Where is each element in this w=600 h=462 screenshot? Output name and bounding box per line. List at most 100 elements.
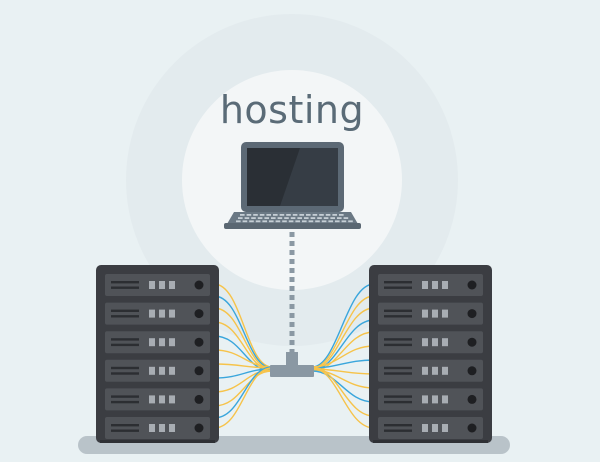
- laptop-key: [308, 220, 314, 223]
- cable-strand: [311, 369, 375, 389]
- unit-indicator: [149, 309, 155, 318]
- laptop-key: [328, 220, 333, 223]
- unit-indicator: [442, 424, 448, 432]
- cable-strand: [311, 370, 375, 403]
- network-hub-icon: [270, 365, 314, 377]
- rack-unit: [105, 274, 210, 296]
- cable-strand: [311, 367, 375, 429]
- laptop-key: [337, 217, 342, 219]
- rack-unit: [378, 302, 483, 325]
- unit-indicator: [432, 281, 438, 289]
- unit-slot: [384, 429, 412, 432]
- cable-strand: [311, 366, 375, 417]
- unit-power-button: [467, 394, 477, 404]
- cable-strand: [213, 349, 273, 368]
- laptop-key: [288, 220, 294, 223]
- laptop-key: [332, 214, 337, 216]
- laptop-key: [249, 220, 254, 223]
- laptop-key: [319, 214, 324, 216]
- unit-indicator: [169, 366, 175, 375]
- cable-strand: [213, 369, 273, 393]
- unit-power-button: [467, 280, 477, 290]
- laptop-key: [282, 220, 287, 223]
- laptop-key: [310, 217, 316, 219]
- rack-unit: [378, 388, 483, 411]
- unit-power-button: [194, 366, 204, 376]
- unit-indicator: [432, 338, 438, 347]
- cable-strand: [213, 295, 273, 369]
- unit-power-button: [194, 394, 204, 404]
- laptop-key: [325, 214, 331, 216]
- laptop-key: [284, 217, 289, 219]
- laptop-key: [238, 217, 243, 219]
- unit-slot: [111, 424, 139, 427]
- rack-unit: [378, 331, 483, 354]
- laptop-screen-glare: [280, 148, 338, 206]
- unit-slot: [384, 395, 412, 398]
- unit-indicator: [432, 424, 438, 432]
- laptop-key: [330, 217, 335, 219]
- laptop-key: [253, 214, 258, 216]
- unit-indicator: [149, 424, 155, 432]
- unit-indicator: [149, 366, 155, 375]
- page-title: hosting: [219, 88, 365, 132]
- unit-indicator: [159, 424, 165, 432]
- laptop-key: [259, 214, 265, 216]
- laptop-key: [321, 220, 327, 223]
- laptop-key: [244, 217, 250, 219]
- unit-power-button: [467, 337, 477, 347]
- laptop-icon: [224, 142, 361, 229]
- laptop-key: [246, 214, 252, 216]
- rack-base: [100, 440, 215, 443]
- unit-slot: [384, 366, 412, 370]
- rack-unit: [378, 359, 483, 382]
- rack-unit: [378, 274, 483, 296]
- unit-indicator: [442, 395, 448, 404]
- unit-indicator: [422, 338, 428, 347]
- unit-indicator: [422, 281, 428, 289]
- laptop-key: [304, 217, 309, 219]
- rack-unit: [105, 417, 210, 439]
- laptop-key: [269, 220, 274, 223]
- unit-slot: [111, 400, 139, 404]
- rack-unit: [105, 359, 210, 382]
- laptop-key: [302, 220, 307, 223]
- laptop-keys: [236, 214, 353, 223]
- unit-indicator: [149, 395, 155, 404]
- laptop-key: [315, 220, 320, 223]
- unit-power-button: [194, 337, 204, 347]
- unit-slot: [384, 343, 412, 347]
- cable-strand: [311, 345, 375, 368]
- unit-indicator: [159, 338, 165, 347]
- rack-unit: [378, 417, 483, 439]
- laptop-key: [262, 220, 267, 223]
- laptop-key: [271, 217, 276, 219]
- laptop-key: [242, 220, 248, 223]
- unit-indicator: [149, 281, 155, 289]
- unit-indicator: [149, 338, 155, 347]
- laptop-key: [264, 217, 269, 219]
- laptop-key: [295, 220, 300, 223]
- unit-indicator: [432, 366, 438, 375]
- laptop-key: [257, 217, 263, 219]
- cable-strand: [311, 283, 375, 368]
- unit-indicator: [442, 338, 448, 347]
- unit-indicator: [159, 309, 165, 318]
- hub-stem: [286, 352, 298, 366]
- laptop-key: [290, 217, 296, 219]
- unit-indicator: [422, 309, 428, 318]
- rack-unit: [105, 331, 210, 354]
- unit-slot: [384, 286, 412, 289]
- laptop-key: [277, 217, 283, 219]
- unit-indicator: [169, 338, 175, 347]
- cable-strand: [213, 370, 273, 407]
- laptop-key: [292, 214, 298, 216]
- unit-slot: [111, 372, 139, 375]
- unit-slot: [111, 429, 139, 432]
- laptop-key: [317, 217, 322, 219]
- unit-power-button: [467, 366, 477, 376]
- laptop-key: [279, 214, 285, 216]
- unit-slot: [111, 286, 139, 289]
